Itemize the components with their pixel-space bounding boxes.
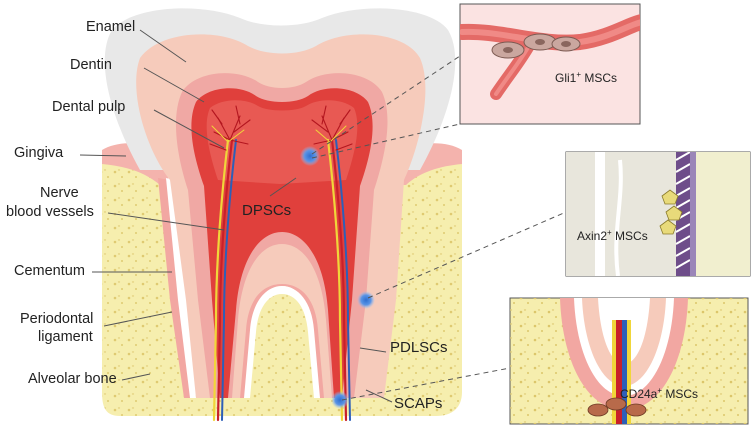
cd24a-sup: + [657, 386, 663, 395]
label-enamel: Enamel [86, 19, 136, 35]
label-blood-vessels: blood vessels [6, 204, 94, 220]
pdlsc-spot [357, 291, 375, 309]
label-ligament: ligament [38, 329, 93, 345]
cd24a-name: CD24a [620, 387, 658, 401]
inset-axin2 [565, 151, 751, 277]
label-nerve: Nerve [40, 185, 79, 201]
scap-spot [331, 391, 349, 409]
label-axin2-mscs: Axin2+ MSCs [577, 228, 648, 243]
label-dentin: Dentin [70, 57, 112, 73]
axin2-sup: + [607, 228, 612, 237]
label-cementum: Cementum [14, 263, 85, 279]
label-alveolar-bone: Alveolar bone [28, 371, 117, 387]
label-periodontal: Periodontal [20, 311, 94, 327]
label-gingiva: Gingiva [14, 145, 64, 161]
label-dental-pulp: Dental pulp [52, 99, 126, 115]
axin2-name: Axin2 [577, 229, 608, 243]
gli1-sup: + [576, 70, 582, 79]
inset-gli1 [459, 3, 641, 125]
label-gli1-mscs: Gli1+ MSCs [555, 70, 617, 85]
gli1-name: Gli1 [555, 71, 577, 85]
nerve-blood-vessels [209, 105, 353, 422]
cd24a-post: MSCs [662, 387, 699, 401]
dpsc-spot [300, 146, 320, 166]
label-scaps: SCAPs [394, 395, 443, 412]
inset-cd24a [509, 297, 749, 425]
leader-lines [79, 29, 393, 403]
callout-lines [311, 55, 567, 401]
gli1-post: MSCs [581, 71, 618, 85]
label-pdlscs: PDLSCs [390, 339, 448, 356]
label-dpscs: DPSCs [242, 202, 292, 219]
label-cd24a-mscs: CD24a+ MSCs [620, 386, 698, 401]
axin2-post: MSCs [611, 229, 648, 243]
